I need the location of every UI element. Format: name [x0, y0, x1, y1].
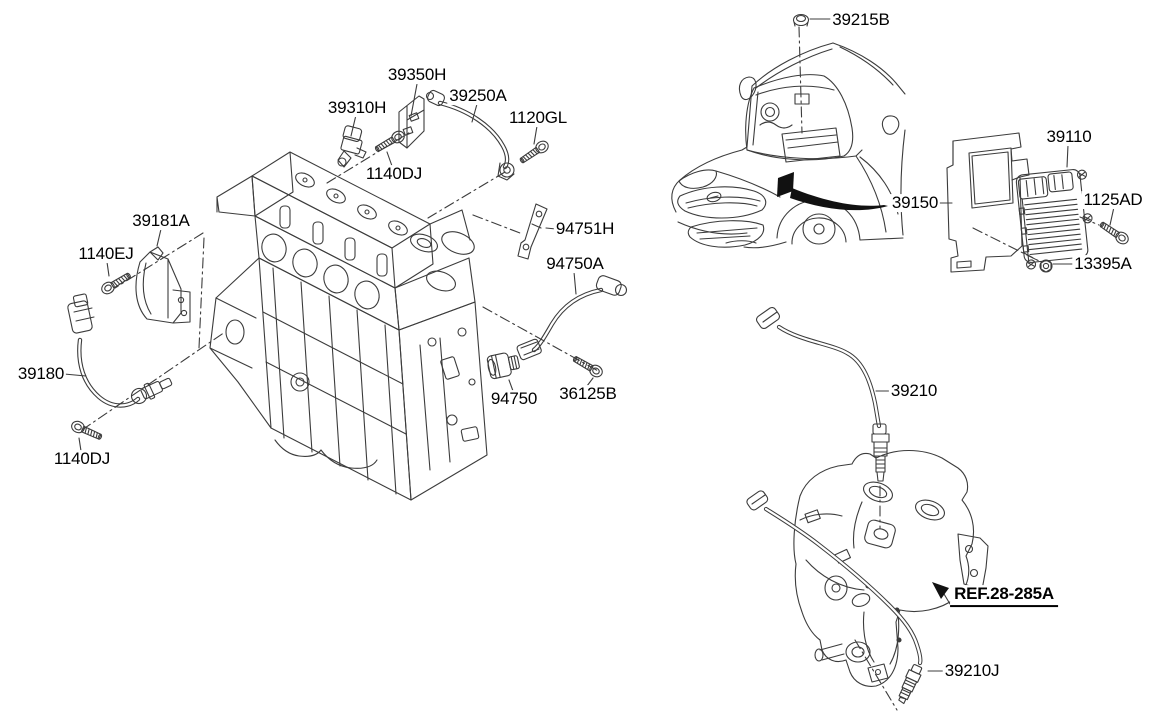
- ecu-39110: [1015, 169, 1093, 270]
- part-label-39110: 39110: [1044, 127, 1094, 147]
- bolt-1140DJ-top: [372, 128, 407, 156]
- ref-arrow: [932, 582, 951, 605]
- part-label-13395A: 13395A: [1072, 254, 1134, 274]
- grommet-39215B: [792, 13, 810, 27]
- part-label-94750: 94750: [488, 389, 540, 409]
- bolt-1140DJ-left: [69, 418, 104, 443]
- part-label-39180: 39180: [15, 364, 67, 384]
- bolt-36125B: [570, 352, 605, 380]
- assembly-dash-lines: [81, 26, 1100, 711]
- part-label-1140DJ-left: 1140DJ: [51, 449, 113, 469]
- ecu-location-marker: [777, 172, 794, 197]
- leader-lines: [63, 18, 1115, 672]
- ref-link-28-285A[interactable]: REF.28-285A: [950, 585, 1058, 607]
- nut-13395A: [1039, 259, 1053, 273]
- crankshaft-position-sensor-39180: [67, 293, 173, 407]
- part-label-39350H: 39350H: [385, 65, 449, 85]
- part-label-1140DJ-top: 1140DJ: [363, 164, 425, 184]
- part-label-1125AD: 1125AD: [1081, 190, 1145, 210]
- part-label-1120GL: 1120GL: [506, 108, 570, 128]
- part-label-1140EJ: 1140EJ: [76, 244, 136, 264]
- part-label-39215B: 39215B: [830, 10, 892, 30]
- oxygen-sensor-39210J: [746, 490, 924, 705]
- bolt-1140EJ: [99, 269, 134, 297]
- knock-sensor-harness-94750A: [516, 275, 628, 361]
- heat-shield-39181A: [135, 246, 191, 324]
- bracket-94751H: [517, 203, 548, 260]
- part-label-94750A: 94750A: [544, 254, 606, 274]
- exhaust-manifold: [793, 450, 989, 687]
- part-label-39210J: 39210J: [942, 661, 1002, 681]
- location-arrow-swoosh: [790, 188, 888, 211]
- knock-sensor-94750: [486, 352, 520, 380]
- part-label-39310H: 39310H: [325, 98, 389, 118]
- camshaft-position-sensor-39310H: [337, 125, 367, 168]
- car-illustration: [671, 42, 906, 249]
- bolt-1125AD: [1097, 218, 1132, 247]
- ecu-bracket-39150: [946, 132, 1030, 273]
- part-label-94751H: 94751H: [553, 219, 617, 239]
- part-label-39150: 39150: [889, 193, 941, 213]
- part-label-36125B: 36125B: [557, 384, 619, 404]
- part-label-39250A: 39250A: [447, 86, 509, 106]
- part-label-39181A: 39181A: [130, 211, 192, 231]
- engine-illustration: [209, 151, 488, 501]
- oxygen-sensor-39210: [755, 306, 890, 482]
- part-label-39210: 39210: [888, 381, 940, 401]
- condenser-wire-39250A: [425, 89, 515, 181]
